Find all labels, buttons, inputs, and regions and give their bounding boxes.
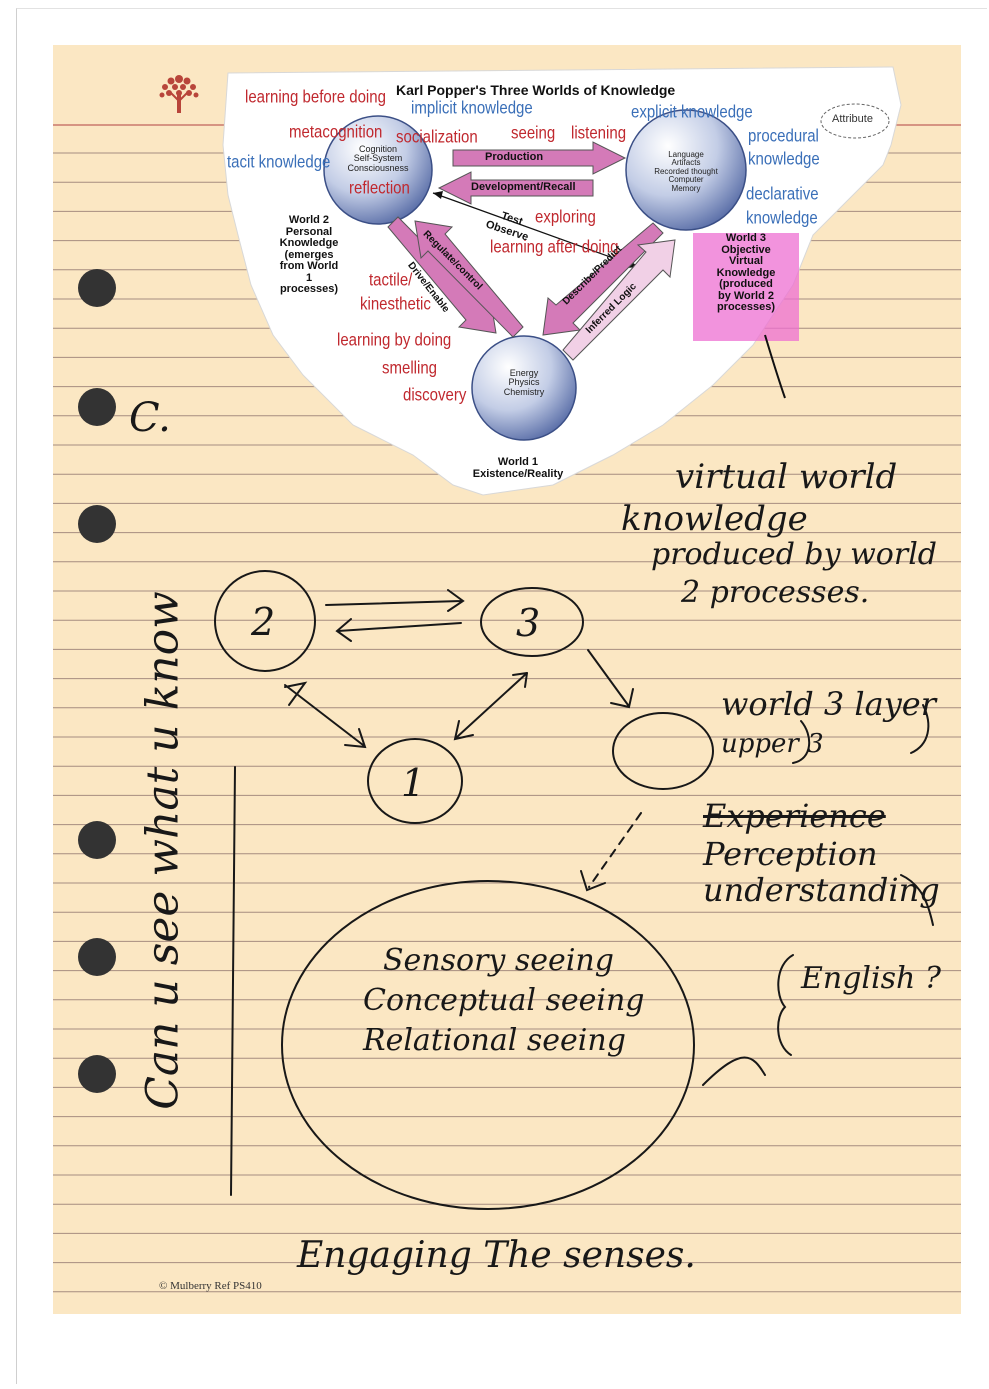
hand-experience: Experience — [703, 797, 886, 835]
hand-label-3: 3 — [516, 601, 541, 645]
label-declarative: declarative — [746, 184, 819, 205]
label-declarative-knowledge: knowledge — [746, 208, 818, 229]
label-procedural: procedural — [748, 126, 819, 147]
popper-diagram: Karl Popper's Three Worlds of Knowledge … — [53, 45, 961, 515]
hand-upper-3: upper 3 — [721, 729, 824, 759]
binder-hole — [78, 1055, 116, 1093]
binder-hole — [78, 388, 116, 426]
hand-world3-layer: world 3 layer — [721, 685, 936, 723]
hand-vertical-can-u-see: Can u see what u know — [137, 591, 189, 1110]
label-smelling: smelling — [382, 358, 438, 379]
mulberry-tree-logo — [159, 75, 199, 113]
label-learning-before-doing: learning before doing — [245, 87, 386, 108]
label-metacognition: metacognition — [289, 122, 383, 143]
attribute-label: Attribute — [832, 113, 873, 125]
binder-hole — [78, 821, 116, 859]
hand-label-1: 1 — [401, 761, 426, 805]
diagram-shapes — [222, 66, 902, 496]
hand-circle-1 — [367, 738, 463, 824]
label-reflection: reflection — [349, 178, 410, 199]
hand-perception: Perception — [703, 835, 878, 873]
label-learning-after-doing: learning after doing — [490, 237, 619, 258]
hand-knowledge: knowledge — [621, 499, 808, 539]
hand-produced-by: produced by world — [651, 537, 937, 572]
hand-2-processes: 2 processes. — [681, 575, 870, 610]
label-kinesthetic: kinesthetic — [360, 294, 431, 315]
label-implicit-knowledge: implicit knowledge — [411, 98, 533, 119]
label-tacit-knowledge: tacit knowledge — [227, 152, 331, 173]
hand-circle-upper — [612, 712, 714, 790]
handwritten-drawings — [214, 570, 934, 1210]
label-seeing: seeing — [511, 123, 556, 144]
label-explicit-knowledge: explicit knowledge — [631, 102, 753, 123]
binder-hole — [78, 269, 116, 307]
hand-sensory-seeing: Sensory seeing — [383, 943, 614, 978]
diagram-title: Karl Popper's Three Worlds of Knowledge — [396, 82, 676, 98]
hand-circle-2 — [214, 570, 316, 672]
label-socialization: socialization — [396, 127, 478, 148]
label-learning-by-doing: learning by doing — [337, 330, 452, 351]
binder-hole — [78, 938, 116, 976]
hand-label-2: 2 — [251, 600, 276, 644]
label-listening: listening — [571, 123, 627, 144]
hand-relational-seeing: Relational seeing — [363, 1023, 626, 1058]
label-discovery: discovery — [403, 385, 467, 406]
notebook-page: Karl Popper's Three Worlds of Knowledge … — [53, 45, 961, 1314]
hand-engaging-the-senses: Engaging The senses. — [297, 1235, 696, 1276]
arrow-label-production: Production — [485, 151, 544, 163]
label-exploring: exploring — [535, 207, 596, 228]
arrow-label-development-recall: Development/Recall — [471, 181, 576, 193]
hand-c: C. — [129, 395, 171, 441]
label-procedural-knowledge: knowledge — [748, 149, 820, 170]
hand-english: English ? — [801, 961, 941, 996]
hand-big-ellipse — [281, 880, 695, 1210]
copyright: © Mulberry Ref PS410 — [159, 1280, 262, 1292]
hand-virtual-world: virtual world — [675, 457, 898, 497]
hand-circle-3 — [480, 587, 584, 657]
binder-hole — [78, 505, 116, 543]
hand-conceptual-seeing: Conceptual seeing — [363, 983, 645, 1018]
hand-understanding: understanding — [703, 871, 940, 909]
scan-edge — [16, 8, 987, 1384]
label-tactile: tactile/ — [369, 270, 413, 291]
